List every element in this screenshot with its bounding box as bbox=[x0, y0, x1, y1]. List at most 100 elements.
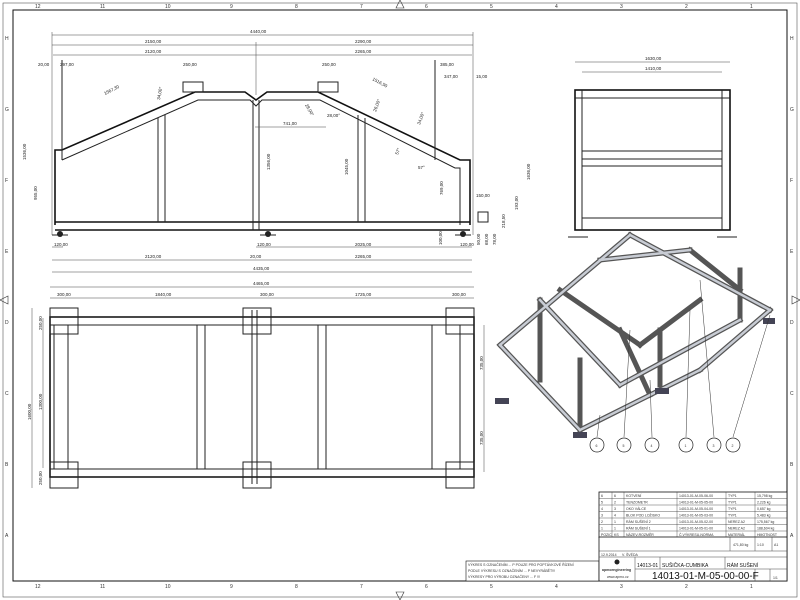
dim-label: 20,00 bbox=[250, 254, 262, 259]
parts-cell: 3 bbox=[614, 507, 616, 511]
note-line: VÝKRES S OZNAČENÍM ... P POUZE PRO POPTÁ… bbox=[468, 562, 574, 567]
parts-cell: OKO VÁLCE bbox=[626, 507, 647, 511]
frame-row-label: C bbox=[790, 391, 794, 397]
dim-label: 1630,00 bbox=[645, 56, 662, 61]
dim-label: 385,00 bbox=[440, 62, 454, 67]
date: 12.9.2014 bbox=[601, 553, 617, 557]
dim-label: 78,00 bbox=[492, 233, 497, 245]
dim-label: 4465,00 bbox=[253, 281, 270, 286]
dim-label: 769,00 bbox=[439, 181, 444, 195]
dim-label: 150,00 bbox=[476, 193, 490, 198]
title-block: 12.9.2014 V. ŠVÉDA 471,80 kg 1:10 A1 apm… bbox=[598, 536, 788, 582]
parts-cell: 4 bbox=[614, 514, 616, 518]
leader-line bbox=[649, 379, 653, 438]
company-logo: apmoengineering www.apmo.cz bbox=[602, 559, 631, 579]
frame-row-label: B bbox=[5, 462, 9, 468]
frame-row-label: B bbox=[790, 462, 794, 468]
frame-column-label: 7 bbox=[360, 584, 363, 590]
scale: 1:10 bbox=[757, 543, 764, 547]
parts-cell: 14013-01-M-05-06-00 bbox=[679, 494, 713, 498]
leader-line bbox=[699, 279, 715, 438]
dim-label: 741,00 bbox=[283, 121, 297, 126]
plan-view: 4465,00 300,00 1840,00 300,00 1725,00 30… bbox=[27, 281, 485, 489]
parts-cell: 14013-01-M-05-05-00 bbox=[679, 501, 713, 505]
drawing-title: RÁM SUŠENÍ bbox=[727, 562, 759, 569]
dim-label: 297,00 bbox=[60, 62, 74, 67]
parts-cell: 4 bbox=[601, 507, 603, 511]
frame-column-label: 10 bbox=[165, 584, 171, 590]
dim-label: 218,50 bbox=[501, 214, 506, 228]
angle-label: 28,00° bbox=[327, 113, 340, 118]
dim-label: 300,00 bbox=[452, 292, 466, 297]
frame-column-label: 3 bbox=[620, 4, 623, 10]
dim-label: 735,00 bbox=[479, 431, 484, 445]
frame-column-label: 12 bbox=[35, 4, 41, 10]
project-name: SUŠIČKA-CUMBIKA bbox=[662, 562, 709, 569]
dim-label: 955,00 bbox=[33, 186, 38, 200]
dim-label: 15,00 bbox=[476, 74, 488, 79]
format: A1 bbox=[774, 543, 778, 547]
frame-column-label: 9 bbox=[230, 4, 233, 10]
dim-label: 347,00 bbox=[444, 74, 458, 79]
frame-row-label: A bbox=[790, 533, 794, 539]
dim-label: 2120,00 bbox=[145, 254, 162, 259]
parts-header: Č.VÝKRESU-NORMA bbox=[679, 532, 714, 537]
parts-header: HMOTNOST bbox=[757, 533, 778, 537]
dim-label: 20,00 bbox=[38, 62, 50, 67]
part-balloon bbox=[616, 437, 632, 453]
frame-column-label: 1 bbox=[750, 4, 753, 10]
leader-line bbox=[732, 314, 771, 438]
dim-label: 100,00 bbox=[438, 231, 443, 245]
angle-label: 57° bbox=[394, 147, 401, 155]
parts-cell: 14013-01-M-05-04-00 bbox=[679, 507, 713, 511]
dim-label: 250,00 bbox=[38, 316, 43, 330]
drawing-border bbox=[12, 9, 788, 582]
parts-header: POZIC bbox=[601, 533, 612, 537]
frame-column-label: 5 bbox=[490, 584, 493, 590]
parts-cell: TENZOMETR bbox=[626, 501, 648, 505]
side-view: 1630,00 1410,00 bbox=[568, 56, 737, 238]
dim-label: 2025,00 bbox=[355, 242, 372, 247]
frame-column-label: 6 bbox=[425, 4, 428, 10]
dim-label: 250,00 bbox=[183, 62, 197, 67]
parts-cell: TYP1 bbox=[728, 501, 737, 505]
part-balloon bbox=[678, 437, 694, 453]
leader-line bbox=[685, 309, 691, 438]
dim-label: 1300,00 bbox=[38, 393, 43, 410]
frame-column-label: 2 bbox=[685, 4, 688, 10]
frame-column-label: 5 bbox=[490, 4, 493, 10]
dim-label: 120,00 bbox=[257, 242, 271, 247]
leader-line bbox=[596, 414, 601, 438]
frame-column-label: 11 bbox=[100, 4, 105, 10]
parts-header: KS bbox=[614, 533, 619, 537]
dim-label: 250,00 bbox=[38, 471, 43, 485]
frame-column-label: 10 bbox=[165, 4, 171, 10]
parts-cell: RÁM SUŠENÍ 2 bbox=[626, 519, 651, 524]
dim-label: 2120,00 bbox=[145, 49, 162, 54]
dim-label: 1356,00 bbox=[266, 153, 271, 170]
frame-column-label: 9 bbox=[230, 584, 233, 590]
frame-column-label: 7 bbox=[360, 4, 363, 10]
leader-line bbox=[623, 329, 631, 438]
dim-label: 1516,50 bbox=[372, 76, 389, 88]
frame-column-label: 8 bbox=[295, 584, 298, 590]
dim-label: 193,00 bbox=[514, 196, 519, 210]
front-view: 4440,00 2150,00 2290,00 2120,00 2265,00 … bbox=[22, 29, 531, 273]
balloon-number: 4 bbox=[651, 444, 653, 448]
parts-cell: NEREZ A2 bbox=[728, 520, 745, 524]
parts-cell: 175,567 kg bbox=[757, 520, 774, 524]
dim-label: 120,00 bbox=[54, 242, 68, 247]
note-line: PODLE VÝKRESU S OZNAČENÍM ... P NEVYRÁBĚ… bbox=[468, 568, 555, 573]
dim-overall-width: 4440,00 bbox=[250, 29, 267, 34]
dim-label: 250,00 bbox=[322, 62, 336, 67]
part-balloon bbox=[644, 437, 660, 453]
project-number: 14013-01 bbox=[637, 563, 658, 569]
dim-label: 50,00 bbox=[476, 233, 481, 245]
dim-label: 1045,00 bbox=[344, 158, 349, 175]
parts-cell: 6 bbox=[601, 494, 603, 498]
dim-label: 1636,00 bbox=[526, 163, 531, 180]
dim-label: 4435,00 bbox=[253, 266, 270, 271]
frame-row-label: E bbox=[790, 249, 794, 255]
